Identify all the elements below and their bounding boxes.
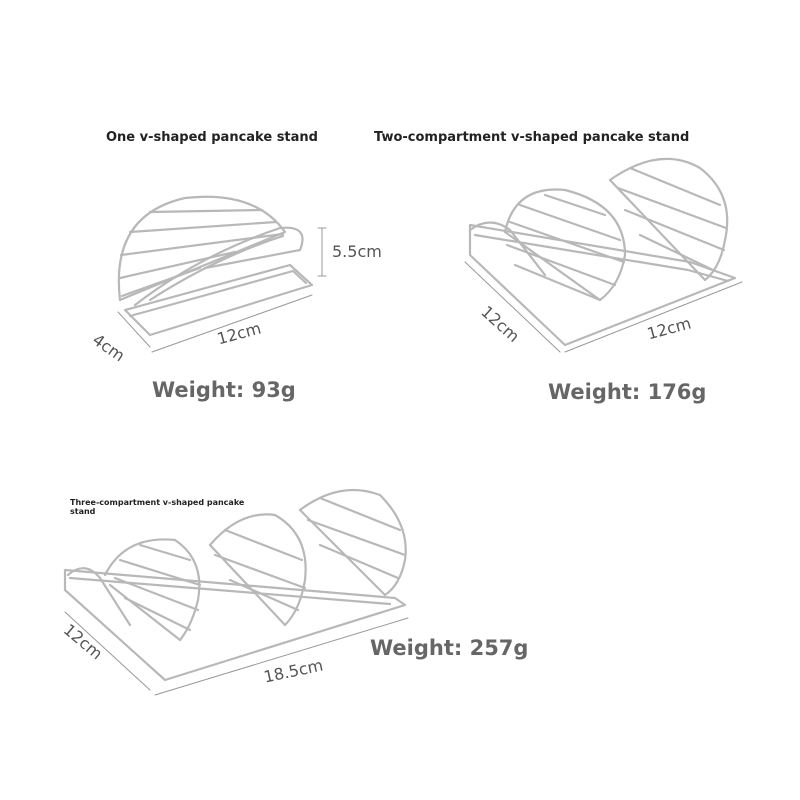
product-1-weight: Weight: 93g bbox=[152, 378, 296, 402]
rack-1-image bbox=[117, 195, 327, 353]
product-3-weight: Weight: 257g bbox=[370, 636, 529, 660]
product-2-weight: Weight: 176g bbox=[548, 380, 707, 404]
product-2-title: Two-compartment v-shaped pancake stand bbox=[374, 130, 690, 145]
product-1-title: One v-shaped pancake stand bbox=[106, 130, 318, 145]
rack-2-image bbox=[464, 157, 743, 353]
rack-3-image bbox=[63, 488, 409, 696]
product-3-title: Three-compartment v-shaped pancake stand bbox=[70, 498, 245, 516]
product-1-height-label: 5.5cm bbox=[332, 242, 382, 261]
